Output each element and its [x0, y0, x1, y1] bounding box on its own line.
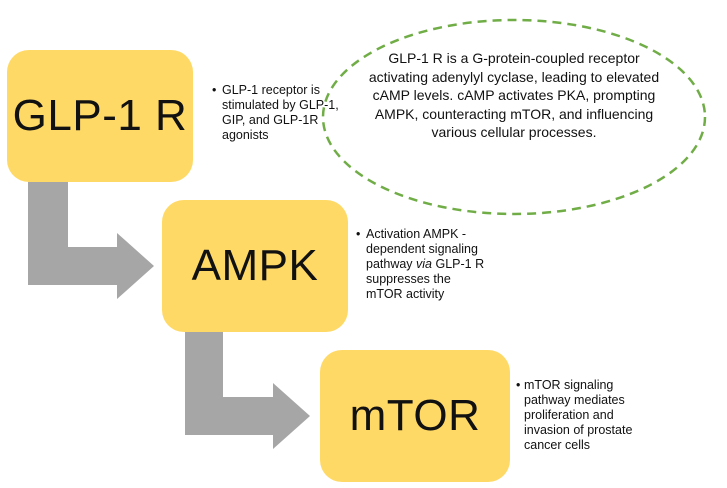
glp1r-label: GLP-1 R — [12, 91, 188, 140]
callout-text: GLP-1 R is a G-protein-coupled receptor … — [368, 50, 660, 140]
mtor-label: mTOR — [349, 391, 481, 440]
mtor-note-text: mTOR signaling pathway mediates prolifer… — [524, 378, 633, 452]
glp1r-box: GLP-1 R — [7, 50, 193, 182]
mtor-box: mTOR — [320, 350, 510, 482]
arrow-glp1-to-ampk — [28, 182, 154, 299]
bullet-icon: • — [516, 378, 521, 392]
arrow-ampk-to-mtor — [185, 332, 310, 449]
bullet-icon: • — [212, 83, 217, 97]
ampk-note-text-1: Activation AMPK - dependent signaling pa… — [366, 227, 478, 271]
ampk-note: • Activation AMPK - dependent signaling … — [356, 227, 486, 302]
bullet-icon: • — [356, 227, 361, 241]
glp1r-note: • GLP-1 receptor is stimulated by GLP-1,… — [212, 83, 352, 143]
mtor-note: • mTOR signaling pathway mediates prolif… — [516, 378, 634, 453]
ampk-label: AMPK — [191, 241, 319, 290]
glp1r-note-text: GLP-1 receptor is stimulated by GLP-1, G… — [222, 83, 339, 142]
ampk-box: AMPK — [162, 200, 348, 332]
ampk-note-text-2: GLP-1 R suppresses the mTOR activity — [366, 257, 485, 301]
ampk-note-text-italic: via — [416, 257, 433, 271]
